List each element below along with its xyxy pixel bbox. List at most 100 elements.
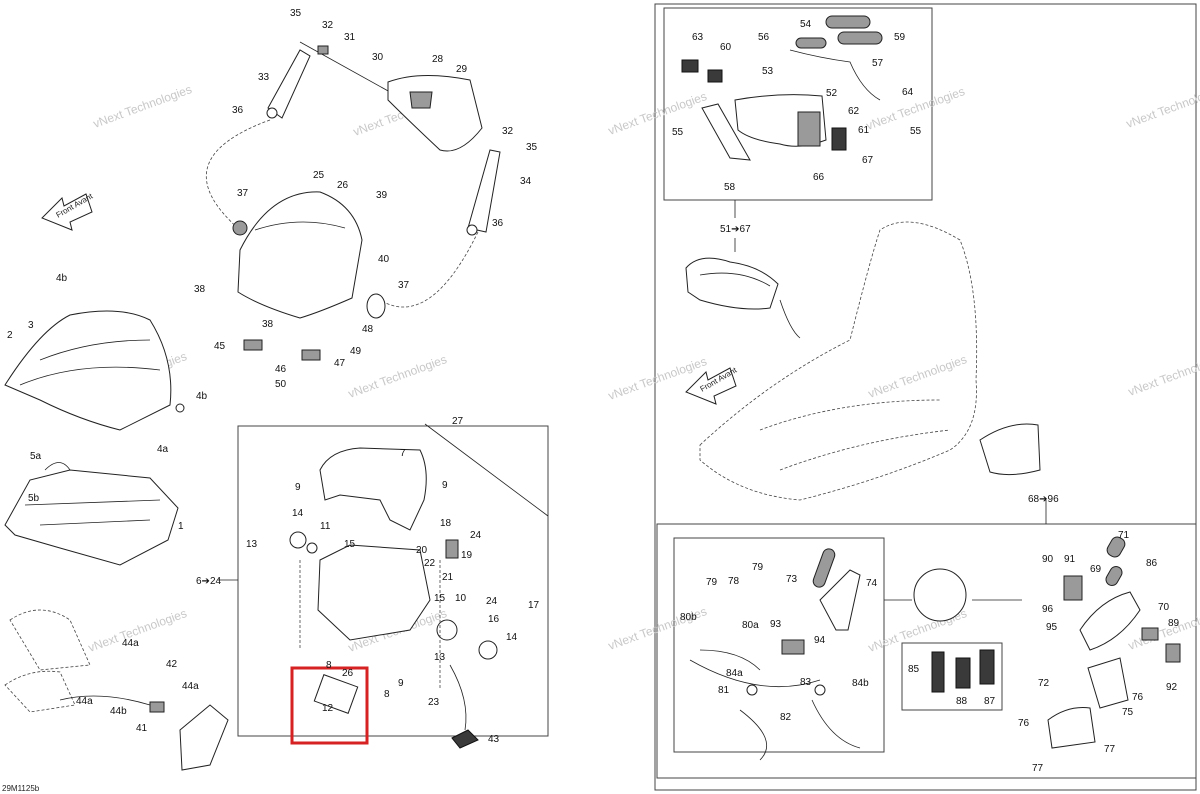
callout: 78 — [728, 576, 740, 587]
callout: 53 — [762, 66, 774, 77]
callout: 13 — [246, 539, 258, 550]
callout: 84a — [726, 668, 743, 679]
callout: 32 — [502, 126, 514, 137]
callout-labels: 35 32 31 30 33 36 28 29 32 35 34 36 37 2… — [7, 8, 1180, 774]
callout: 74 — [866, 578, 878, 589]
callout: 4a — [157, 444, 169, 455]
seat-base-assembly — [232, 191, 386, 361]
callout: 31 — [344, 32, 356, 43]
callout: 15 — [434, 593, 446, 604]
callout: 69 — [1090, 564, 1102, 575]
svg-text:vNext Technologies: vNext Technologies — [1126, 350, 1200, 399]
heated-grip-components — [913, 536, 1181, 749]
seat-frame-assembly — [289, 447, 498, 749]
callout: 61 — [858, 125, 870, 136]
callout: 76 — [1132, 692, 1144, 703]
callout: 60 — [720, 42, 732, 53]
callout: 37 — [398, 280, 410, 291]
callout: 54 — [800, 19, 812, 30]
frame-subbox — [237, 425, 549, 737]
callout: 93 — [770, 619, 782, 630]
callout: 83 — [800, 677, 812, 688]
diagram-code: 29M1125b — [2, 784, 40, 793]
harness-subbox — [673, 537, 885, 753]
callout: 77 — [1032, 763, 1044, 774]
callout: 7 — [400, 448, 406, 459]
callout: 50 — [275, 379, 287, 390]
callout: 21 — [442, 572, 454, 583]
callout: 13 — [434, 652, 446, 663]
callout: 24 — [470, 530, 482, 541]
callout: 42 — [166, 659, 178, 670]
callout: 38 — [262, 319, 274, 330]
callout: 33 — [258, 72, 270, 83]
callout: 58 — [724, 182, 736, 193]
callout: 66 — [813, 172, 825, 183]
callout: 36 — [492, 218, 504, 229]
complete-seat — [699, 221, 1041, 501]
callout: 75 — [1122, 707, 1134, 718]
callout: 89 — [1168, 618, 1180, 629]
callout: 17 — [528, 600, 540, 611]
svg-text:vNext Technologies: vNext Technologies — [606, 354, 708, 403]
callout: 11 — [320, 521, 331, 532]
svg-text:vNext Technologies: vNext Technologies — [346, 352, 448, 401]
callout: 46 — [275, 364, 287, 375]
callout: 80a — [742, 620, 759, 631]
callout: 86 — [1146, 558, 1158, 569]
callout: 44a — [182, 681, 199, 692]
callout: 56 — [758, 32, 770, 43]
callout: 3 — [28, 320, 34, 331]
callout: 45 — [214, 341, 226, 352]
callout: 26 — [337, 180, 349, 191]
front-arrow-left: Front Avant — [41, 191, 95, 231]
callout: 85 — [908, 664, 920, 675]
callout: 91 — [1064, 554, 1076, 565]
callout: 14 — [506, 632, 518, 643]
callout: 81 — [718, 685, 730, 696]
callout: 10 — [455, 593, 467, 604]
callout: 87 — [984, 696, 996, 707]
callout: 9 — [295, 482, 301, 493]
callout: 79 — [752, 562, 764, 573]
callout: 39 — [376, 190, 388, 201]
side-panel-assembly — [4, 609, 229, 771]
callout: 90 — [1042, 554, 1054, 565]
callout: 2 — [7, 330, 13, 341]
callout: 88 — [956, 696, 968, 707]
callout: 64 — [902, 87, 914, 98]
callout: 44a — [76, 696, 93, 707]
callout: 49 — [350, 346, 362, 357]
callout: 63 — [692, 32, 704, 43]
callout: 80b — [680, 612, 697, 623]
callout: 28 — [432, 54, 444, 65]
callout: 26 — [342, 668, 354, 679]
heated-grips-box — [656, 523, 1197, 779]
callout: 96 — [1042, 604, 1054, 615]
callout: 4b — [196, 391, 208, 402]
callout: 82 — [780, 712, 792, 723]
callout: 51➔67 — [720, 224, 751, 235]
callout: 57 — [872, 58, 884, 69]
callout: 8 — [384, 689, 390, 700]
callout: 40 — [378, 254, 390, 265]
svg-text:vNext Technologies: vNext Technologies — [91, 82, 193, 131]
callout: 23 — [428, 697, 440, 708]
right-page-frame — [654, 3, 1197, 791]
callout: 37 — [237, 188, 249, 199]
seat-cover-assembly — [4, 310, 185, 566]
callout: 30 — [372, 52, 384, 63]
switch-subbox — [901, 642, 1003, 711]
callout: 72 — [1038, 678, 1050, 689]
callout: 12 — [322, 703, 334, 714]
callout: 9 — [442, 480, 448, 491]
callout: 29 — [456, 64, 468, 75]
part-12-highlight[interactable] — [290, 666, 369, 745]
callout: 6➔24 — [196, 576, 222, 587]
callout: 43 — [488, 734, 500, 745]
grip-heater-kit — [681, 15, 883, 161]
callout: 68➔96 — [1028, 494, 1059, 505]
callout: 15 — [344, 539, 356, 550]
